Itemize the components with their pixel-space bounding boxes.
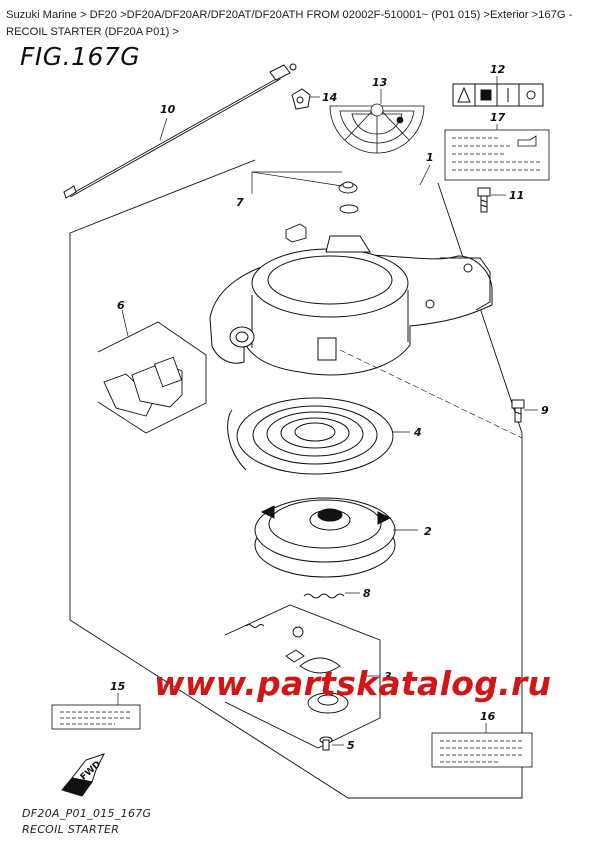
part-6-handle[interactable] [97, 321, 207, 434]
callout-3[interactable]: 3 [384, 670, 392, 683]
part-1-starter-case[interactable] [209, 235, 493, 376]
part-17-label[interactable] [444, 129, 550, 181]
part-12-caution-plate[interactable] [452, 83, 544, 107]
callout-7[interactable]: 7 [236, 196, 244, 209]
part-16-label[interactable] [431, 732, 533, 768]
callout-8[interactable]: 8 [363, 587, 371, 600]
part-13-label[interactable] [329, 103, 425, 154]
figure-code: DF20A_P01_015_167G [22, 807, 152, 820]
leader-7-stubs [251, 171, 343, 187]
breadcrumb[interactable]: Suzuki Marine > DF20 >DF20A/DF20AR/DF20A… [6, 9, 573, 38]
part-10-cable[interactable] [63, 63, 297, 199]
watermark: www.partskatalog.ru [154, 664, 552, 703]
callout-10[interactable]: 10 [160, 103, 176, 116]
figure-name: RECOIL STARTER [22, 823, 120, 836]
callout-9[interactable]: 9 [541, 404, 549, 417]
callout-12[interactable]: 12 [490, 63, 506, 76]
callout-4[interactable]: 4 [413, 426, 422, 439]
callout-5[interactable]: 5 [347, 739, 355, 752]
callout-15[interactable]: 15 [110, 680, 126, 693]
callout-13[interactable]: 13 [372, 76, 388, 89]
callout-2[interactable]: 2 [424, 525, 432, 538]
part-7-group[interactable] [285, 181, 359, 243]
part-8-spring[interactable] [303, 593, 345, 599]
callout-17[interactable]: 17 [490, 111, 506, 124]
assembly-frame [69, 159, 523, 799]
callout-11[interactable]: 11 [509, 189, 524, 202]
callout-16[interactable]: 16 [480, 710, 496, 723]
part-3-ratchet-kit[interactable] [224, 604, 381, 749]
callout-14[interactable]: 14 [322, 91, 337, 104]
leader-7 [251, 171, 342, 194]
leader-1 [419, 164, 431, 186]
part-5-screw[interactable] [319, 736, 333, 751]
fwd-arrow-icon: FWD [61, 753, 105, 797]
callout-6[interactable]: 6 [117, 299, 125, 312]
part-14-clip[interactable] [291, 88, 311, 110]
part-2-reel[interactable] [254, 497, 396, 578]
part-4-spring[interactable] [227, 397, 394, 475]
leader-10 [159, 117, 168, 141]
callout-1[interactable]: 1 [426, 151, 434, 164]
dashed-guide-9 [339, 349, 523, 439]
part-11-bolt[interactable] [477, 187, 491, 213]
figure-title: FIG.167G [20, 42, 141, 71]
leader-6 [121, 309, 129, 337]
part-15-label[interactable] [51, 704, 141, 730]
part-9-bolt[interactable] [511, 399, 525, 423]
